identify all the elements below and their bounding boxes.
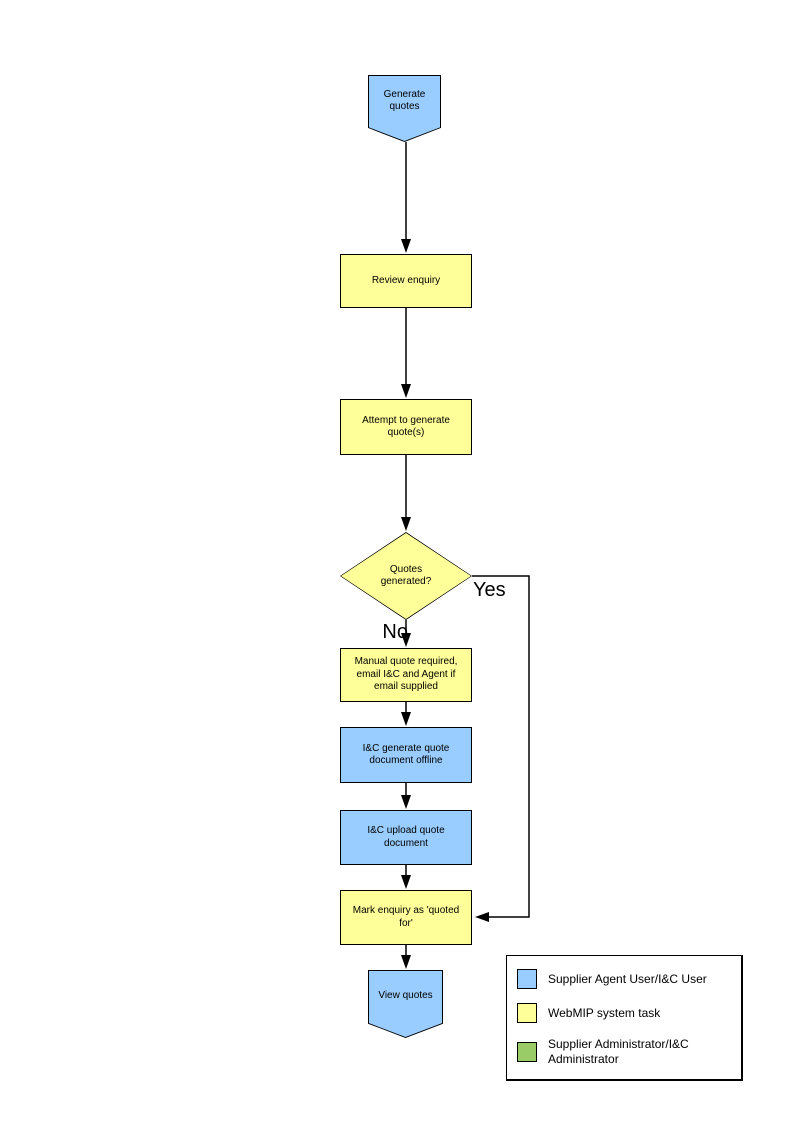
flow-node-ic-upload-document: I&C upload quote document (340, 810, 472, 865)
node-label: View quotes (378, 990, 433, 1002)
flow-node-review-enquiry: Review enquiry (340, 254, 472, 308)
flow-node-manual-quote-required: Manual quote required, email I&C and Age… (340, 648, 472, 702)
legend-item: Supplier Agent User/I&C User (517, 969, 731, 990)
arrowhead-down-icon (401, 955, 411, 969)
node-label: Manual quote required, email I&C and Age… (354, 656, 458, 693)
legend-swatch-supplier-agent (517, 969, 537, 990)
arrowhead-down-icon (401, 384, 411, 398)
flow-node-view-quotes: View quotes (368, 970, 443, 1038)
node-label: Mark enquiry as 'quoted for' (352, 905, 460, 929)
node-label: Review enquiry (371, 274, 441, 286)
legend-item-label: Supplier Agent User/I&C User (548, 971, 707, 986)
node-label: I&C upload quote document (367, 825, 445, 849)
flow-node-attempt-generate: Attempt to generate quote(s) (340, 399, 472, 455)
legend-swatch-supplier-administrator (517, 1041, 537, 1062)
connector-decision-yes-to-mark (472, 575, 530, 918)
legend-swatch-webmip-system (517, 1003, 537, 1024)
arrowhead-down-icon (401, 517, 411, 531)
legend-item-label: WebMIP system task (548, 1005, 661, 1020)
flow-node-quotes-generated-decision: Quotes generated? (340, 532, 472, 620)
pentagon-fill (369, 971, 442, 1037)
flow-node-ic-generate-offline: I&C generate quote document offline (340, 727, 472, 783)
flow-node-mark-quoted-for: Mark enquiry as 'quoted for' (340, 890, 472, 945)
arrowhead-down-icon (401, 795, 411, 809)
node-label: Generate quotes (383, 88, 426, 113)
legend-item: WebMIP system task (517, 1003, 731, 1024)
legend-item-label: Supplier Administrator/I&C Administrator (548, 1037, 689, 1066)
branch-label-no: No (382, 621, 408, 643)
node-label: Attempt to generate quote(s) (362, 414, 450, 439)
legend-item: Supplier Administrator/I&C Administrator (517, 1037, 731, 1066)
node-label: I&C generate quote document offline (362, 742, 450, 767)
arrowhead-left-icon (475, 912, 489, 922)
legend: Supplier Agent User/I&C User WebMIP syst… (506, 955, 743, 1081)
arrowhead-down-icon (401, 239, 411, 253)
pentagon-fill (369, 76, 440, 141)
flow-node-generate-quotes: Generate quotes (368, 75, 441, 142)
node-label: Quotes generated? (380, 563, 432, 588)
branch-label-yes: Yes (473, 579, 506, 601)
arrowhead-down-icon (401, 875, 411, 889)
arrowhead-down-icon (401, 712, 411, 726)
